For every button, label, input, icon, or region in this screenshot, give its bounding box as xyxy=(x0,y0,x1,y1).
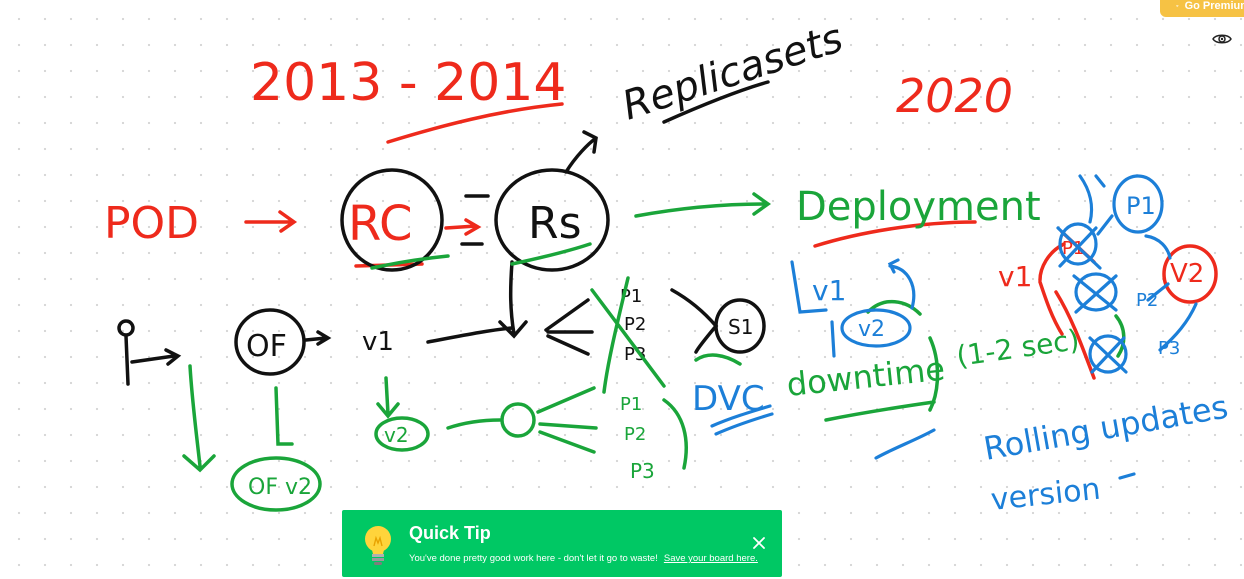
v1-to-rs-line xyxy=(426,326,514,344)
s1-circle xyxy=(714,298,766,354)
v1-blue-label: v1 xyxy=(812,274,846,307)
of-down-line xyxy=(274,386,294,446)
replicasets-underline xyxy=(662,80,770,124)
deploy-bracket-2 xyxy=(830,320,836,358)
strike-p-list xyxy=(590,276,666,394)
of-arrow xyxy=(304,330,332,346)
p1-b-label: P1 xyxy=(620,394,642,415)
of-label: OF xyxy=(246,329,287,364)
right-strikes xyxy=(1056,226,1128,374)
fork-black xyxy=(544,298,594,356)
rolling-underline xyxy=(1118,472,1136,480)
v1-blue-hook xyxy=(887,258,916,310)
pod-label: POD xyxy=(104,198,199,249)
dvc-underline xyxy=(710,404,774,436)
s1-label: S1 xyxy=(728,315,753,339)
right-arrow-p3 xyxy=(1158,302,1198,352)
quick-tip-message: You've done pretty good work here - don'… xyxy=(409,553,658,564)
rc-green-underline xyxy=(370,254,450,270)
years-label: 2013 - 2014 xyxy=(250,53,567,113)
p1-right-label: P1 xyxy=(1126,192,1156,220)
red-v1-label: v1 xyxy=(998,260,1032,293)
p2-b-label: P2 xyxy=(624,424,646,445)
green-bracket xyxy=(662,398,688,470)
years-underline xyxy=(386,102,564,144)
v1-right-arrow xyxy=(1078,174,1106,224)
blue-ink-group xyxy=(710,174,1198,480)
year-2020: 2020 xyxy=(896,69,1013,123)
v2-left-label: v2 xyxy=(384,423,409,447)
save-board-link[interactable]: Save your board here. xyxy=(663,553,758,564)
p3-right-label: P3 xyxy=(1158,338,1180,359)
v1-down-arrow xyxy=(376,376,400,419)
of-circle xyxy=(234,308,306,376)
deployment-arrow xyxy=(634,192,772,218)
v1-left-label: v1 xyxy=(362,327,394,357)
go-premium-button[interactable]: Go Premium xyxy=(1160,0,1244,17)
p2-right-label: P2 xyxy=(1136,290,1158,311)
pod-right-3 xyxy=(1088,334,1128,374)
v2-blue-label: v2 xyxy=(858,317,885,342)
rc-label: RC xyxy=(348,196,412,252)
close-icon[interactable] xyxy=(752,536,766,550)
p1-right-circle xyxy=(1112,174,1164,234)
v2-left-circle xyxy=(374,416,430,452)
red-ink-group xyxy=(244,102,1218,380)
pod-icon-stem xyxy=(124,334,182,386)
green-ink-group xyxy=(182,192,1126,512)
dvc-label: DVC xyxy=(692,379,765,419)
deployment-underline xyxy=(813,220,977,248)
pod-down-arrow xyxy=(182,364,216,473)
green-node xyxy=(500,402,536,438)
pod-icon-head xyxy=(117,319,135,337)
v2-blue-circle xyxy=(840,308,912,348)
rs-pointer xyxy=(564,130,598,174)
rs-label: Rs xyxy=(528,198,582,249)
go-premium-label: Go Premium xyxy=(1184,0,1244,12)
rc-arrow xyxy=(444,218,482,236)
quick-tip-title: Quick Tip xyxy=(409,523,491,543)
bracket-to-s1 xyxy=(670,288,719,354)
version-label: version xyxy=(989,472,1102,518)
pod-arrow xyxy=(244,210,298,233)
downtime-label: downtime xyxy=(785,350,947,404)
p3-a-label: P3 xyxy=(624,344,646,365)
rs-green-underline xyxy=(510,242,592,266)
rc-circle xyxy=(340,168,444,272)
deployment-link-green xyxy=(824,299,940,422)
rs-down-line xyxy=(498,260,528,339)
rs-tail xyxy=(694,353,742,366)
red-p1-label: P1 xyxy=(1062,238,1084,259)
diamond-icon xyxy=(1176,4,1179,7)
pod-right-1 xyxy=(1058,222,1098,266)
rs-circle xyxy=(494,168,610,272)
black-ink-group xyxy=(117,80,770,386)
right-connector xyxy=(1096,214,1172,302)
eye-icon[interactable] xyxy=(1212,31,1232,47)
red-v2-label: V2 xyxy=(1170,259,1204,289)
quick-tip-toast: Quick Tip You've done pretty good work h… xyxy=(342,510,782,577)
pod-right-2 xyxy=(1074,272,1118,312)
sec-label: (1-2 sec) xyxy=(954,323,1081,373)
p3-b-label: P3 xyxy=(630,459,655,483)
deploy-bracket-1 xyxy=(790,260,828,314)
blue-tail-1 xyxy=(874,428,936,460)
lightbulb-icon xyxy=(365,526,391,565)
sec-bracket xyxy=(1114,314,1126,358)
rc-rs-equal xyxy=(460,194,490,246)
p2-a-label: P2 xyxy=(624,314,646,335)
rolling-label: Rolling updates xyxy=(981,388,1231,468)
of-v2-label: OF v2 xyxy=(248,475,312,500)
of-v2-circle xyxy=(230,456,322,512)
deployment-label: Deployment xyxy=(796,184,1041,230)
replicasets-label: Replicasets xyxy=(617,15,849,129)
quick-tip-message-line: You've done pretty good work here - don'… xyxy=(409,553,758,564)
v2-red-circle xyxy=(1162,244,1218,304)
v2-to-node xyxy=(446,418,502,430)
fork-green xyxy=(536,386,598,454)
